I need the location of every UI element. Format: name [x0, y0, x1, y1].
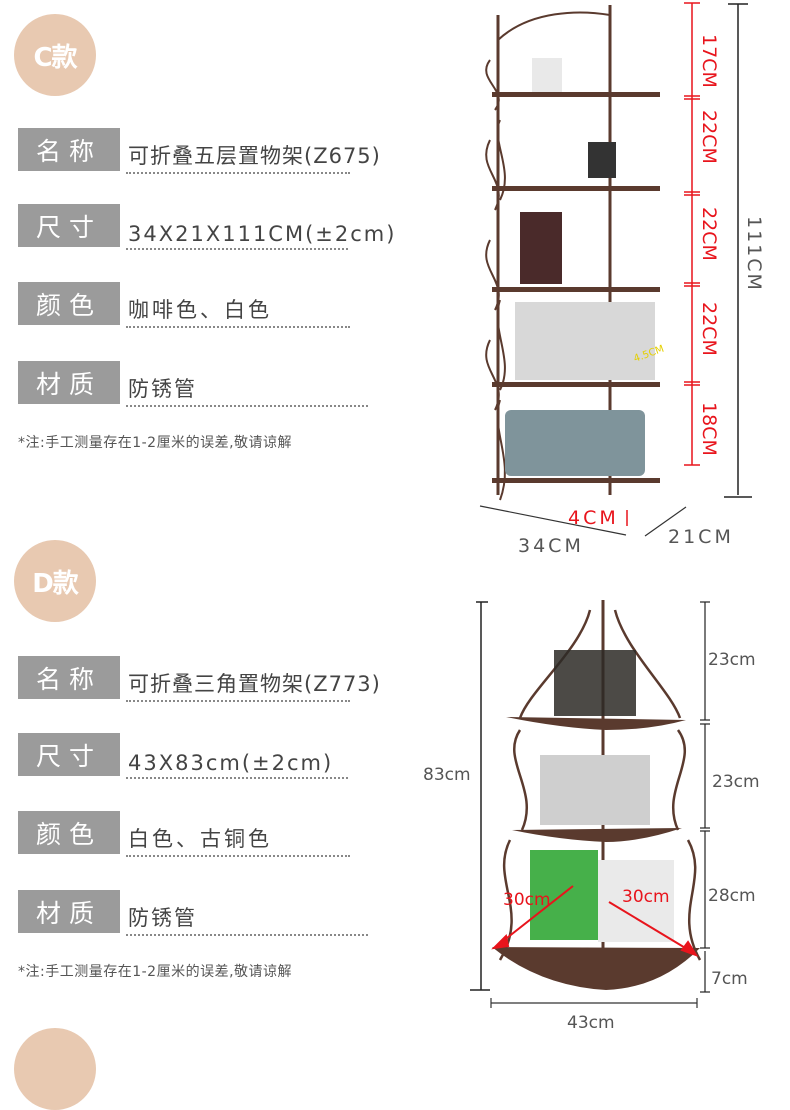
plant: [532, 58, 562, 92]
pen-holder: [588, 142, 616, 178]
tier-1-height: 17CM: [698, 34, 720, 88]
spec-row-size: 尺寸 34X21X111CM(±2cm): [18, 204, 398, 250]
spec-value: 咖啡色、白色: [128, 298, 272, 322]
spec-value: 防锈管: [128, 377, 197, 401]
spec-value: 防锈管: [128, 906, 197, 930]
total-height-label: 111CM: [743, 216, 765, 292]
shelf-boards: [492, 92, 660, 483]
width-label: 34CM: [518, 535, 584, 557]
spec-value: 43X83cm(±2cm): [128, 751, 334, 775]
total-height-label: 83cm: [423, 765, 471, 785]
spec-value: 可折叠五层置物架(Z675): [128, 144, 381, 168]
spec-row-color: 颜色 白色、古铜色: [18, 811, 358, 857]
spec-label: 材质: [18, 361, 120, 404]
bottles-bottom: [598, 860, 674, 942]
next-section-badge-partial: [14, 1028, 96, 1110]
shelf-boards: [492, 717, 700, 990]
storage-box: [505, 410, 645, 476]
spec-value: 可折叠三角置物架(Z773): [128, 672, 381, 696]
spec-row-color: 颜色 咖啡色、白色: [18, 282, 358, 328]
measurement-note: *注:手工测量存在1-2厘米的误差,敬请谅解: [18, 435, 293, 451]
books-row-2: [515, 302, 655, 380]
spec-row-name: 名称 可折叠五层置物架(Z675): [18, 128, 380, 174]
tier-4-height: 7cm: [711, 969, 748, 989]
measurement-note: *注:手工测量存在1-2厘米的误差,敬请谅解: [18, 964, 293, 980]
total-height-line: [470, 601, 490, 991]
left-side-length: 30cm: [503, 890, 551, 910]
tier-dimension-lines: [700, 601, 710, 993]
width-line: [490, 998, 698, 1008]
right-side-length: 30cm: [622, 887, 670, 907]
spec-label: 尺寸: [18, 733, 120, 776]
spec-row-material: 材质 防锈管: [18, 890, 378, 936]
shelf-d-diagram: 83cm 23cm 23cm 28cm 7cm: [423, 600, 760, 1033]
dotted-underline: [126, 172, 350, 174]
dotted-underline: [126, 777, 348, 779]
spec-label: 颜色: [18, 811, 120, 854]
tier-dimension-lines: [684, 2, 700, 466]
tier-2-height: 23cm: [712, 772, 760, 792]
section-c-badge: C款: [14, 14, 96, 96]
spec-row-name: 名称 可折叠三角置物架(Z773): [18, 656, 380, 702]
tier-2-height: 22CM: [698, 110, 720, 164]
spec-label: 颜色: [18, 282, 120, 325]
toiletries-top: [554, 650, 636, 716]
shelf-c-diagram: 17CM 22CM 22CM 22CM 18CM 111CM 34CM 21CM…: [479, 2, 765, 557]
width-label: 43cm: [567, 1013, 615, 1033]
spec-row-size: 尺寸 43X83cm(±2cm): [18, 733, 358, 779]
dotted-underline: [126, 700, 350, 702]
books-row-1: [520, 212, 562, 284]
section-d-badge: D款: [14, 540, 96, 622]
detergent-bag: [530, 850, 598, 940]
spec-label: 材质: [18, 890, 120, 933]
spec-value: 白色、古铜色: [128, 827, 272, 851]
toiletries-mid: [540, 755, 650, 825]
spec-value: 34X21X111CM(±2cm): [128, 222, 397, 246]
dotted-underline: [126, 326, 350, 328]
spec-label: 名称: [18, 128, 120, 171]
dotted-underline: [126, 248, 348, 250]
dotted-underline: [126, 934, 368, 936]
tier-1-height: 23cm: [708, 650, 756, 670]
side-length-arrows: [491, 885, 699, 957]
tier-4-height: 22CM: [698, 302, 720, 356]
foot-height-label: 4CM: [568, 507, 619, 529]
spec-row-material: 材质 防锈管: [18, 361, 378, 407]
spec-label: 尺寸: [18, 204, 120, 247]
tier-3-height: 28cm: [708, 886, 756, 906]
width-depth-lines: [479, 505, 687, 537]
dotted-underline: [126, 405, 368, 407]
tier-5-height: 18CM: [698, 402, 720, 456]
depth-label: 21CM: [668, 526, 734, 548]
tier-3-height: 22CM: [698, 207, 720, 261]
total-height-line: [724, 3, 752, 498]
spec-label: 名称: [18, 656, 120, 699]
dotted-underline: [126, 855, 350, 857]
